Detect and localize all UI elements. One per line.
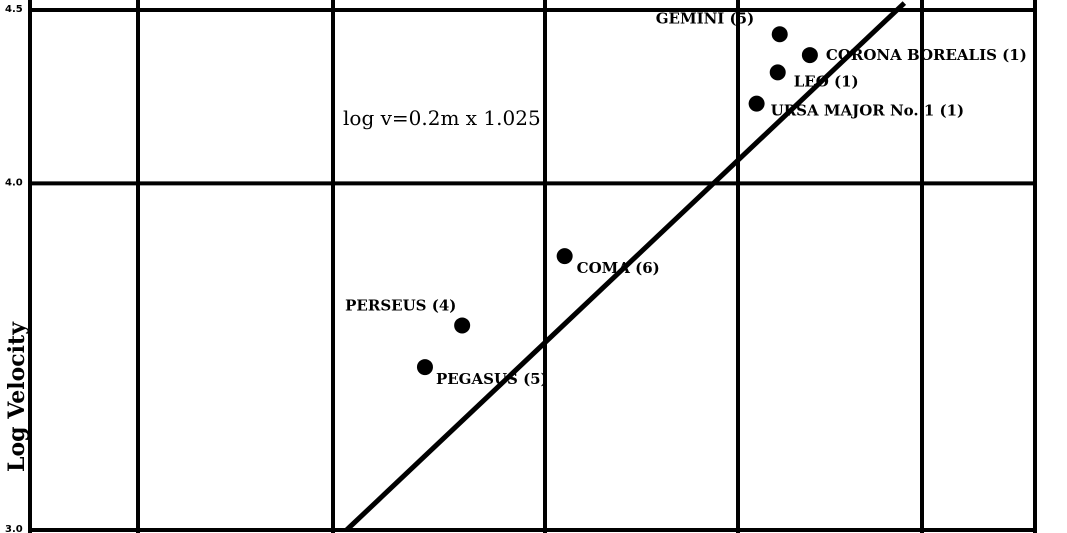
- data-points: GEMINI (5) CORONA BOREALIS (1) LEO (1) URSA…: [345, 9, 1027, 388]
- data-point-6: [416, 359, 433, 376]
- data-point-1: [801, 47, 818, 64]
- data-point-4: [556, 248, 573, 265]
- fit-line-group: [344, 1, 907, 532]
- data-point-3: [748, 95, 765, 112]
- data-point-label-5: PERSEUS (4): [345, 296, 456, 314]
- y-tick-labels: 3.0 4.0 4.5: [5, 4, 23, 533]
- data-point-label-4: COMA (6): [577, 259, 660, 277]
- grid: [28, 0, 1037, 533]
- data-point-label-0: GEMINI (5): [656, 9, 754, 27]
- data-point-0: [771, 26, 788, 43]
- data-point-label-1: CORONA BOREALIS (1): [826, 46, 1027, 64]
- y-tick-label-0: 3.0: [5, 524, 23, 533]
- y-tick-label-1: 4.0: [5, 177, 23, 188]
- y-tick-label-2: 4.5: [5, 4, 23, 15]
- data-point-2: [769, 64, 786, 81]
- data-point-label-3: URSA MAJOR No. 1 (1): [771, 102, 965, 120]
- equation-annotation: log v=0.2m x 1.025: [343, 106, 541, 130]
- fit-line: [344, 1, 907, 532]
- data-point-label-2: LEO (1): [794, 72, 859, 90]
- y-axis-label: Log Velocity: [4, 321, 30, 472]
- data-point-label-6: PEGASUS (5): [436, 370, 548, 388]
- data-point-5: [454, 317, 471, 334]
